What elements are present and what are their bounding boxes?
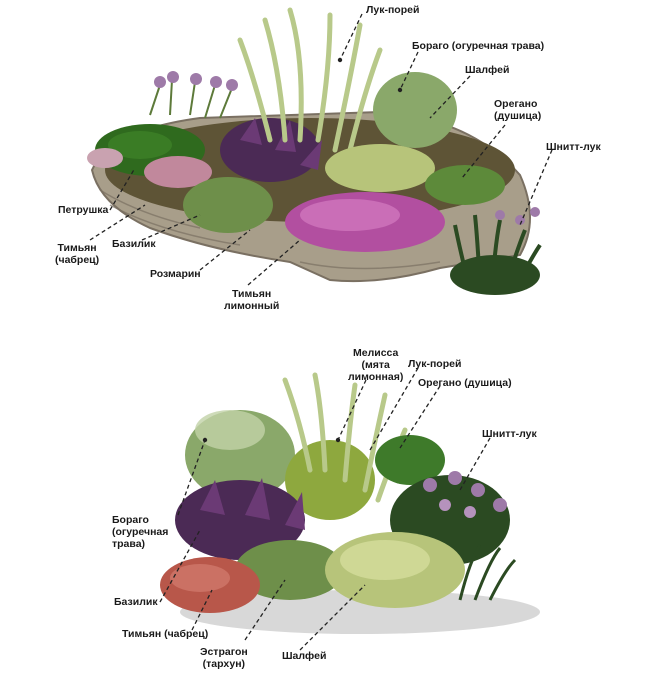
label-bottom-thyme: Тимьян (чабрец) — [122, 628, 209, 640]
label-top-lemon-thyme: Тимьян лимонный — [224, 288, 280, 312]
leader-dots — [202, 57, 403, 443]
label-top-basil: Базилик — [112, 238, 156, 250]
label-top-leek: Лук-порей — [366, 4, 420, 16]
bottom-rosemary-clump — [235, 540, 345, 600]
label-bottom-chives: Шнитт-лук — [482, 428, 537, 440]
label-top-borage: Бораго (огуречная трава) — [412, 40, 545, 52]
label-bottom-borage: Бораго (огуречная трава) — [112, 514, 169, 550]
leader-top-thyme — [89, 204, 146, 241]
bottom-sage-highlight — [340, 540, 430, 580]
leader-bottom-leek — [369, 367, 419, 451]
label-top-chives: Шнитт-лук — [546, 141, 601, 153]
top-leek-blades — [237, 7, 383, 153]
leader-top-sage — [429, 75, 471, 119]
top-oregano-clump — [425, 165, 505, 205]
leader-top-basil — [141, 214, 201, 241]
bottom-oregano-clump — [375, 435, 445, 485]
top-sage-clump — [325, 144, 435, 192]
label-bottom-oregano: Орегано (душица) — [418, 377, 512, 389]
top-parsley-highlight — [108, 131, 172, 159]
label-bottom-melissa: Мелисса (мята лимонная) — [348, 347, 404, 383]
leader-bottom-sage — [299, 584, 366, 651]
label-bottom-tarragon: Эстрагон (тархун) — [200, 646, 248, 670]
label-top-parsley: Петрушка — [58, 204, 109, 216]
label-bottom-leek: Лук-порей — [408, 358, 462, 370]
top-basil-clump — [220, 118, 320, 182]
label-top-oregano: Орегано (душица) — [494, 98, 542, 122]
leader-top-lemon-thyme — [247, 239, 301, 286]
top-rosemary-clump — [183, 177, 273, 233]
top-basil-leaves — [240, 118, 322, 170]
leader-bottom-borage — [177, 439, 206, 516]
label-top-rosemary: Розмарин — [150, 268, 201, 280]
leader-bottom-thyme — [191, 589, 213, 631]
top-chives-left — [149, 71, 238, 119]
leader-bottom-chives — [459, 437, 491, 491]
leader-top-borage — [399, 51, 419, 91]
bottom-thyme-highlight — [170, 564, 230, 592]
top-garden-bed — [87, 7, 542, 295]
leader-top-oregano — [461, 124, 506, 179]
label-bottom-basil: Базилик — [114, 596, 158, 608]
top-borage-clump — [373, 72, 457, 148]
leader-lines — [89, 13, 553, 651]
leader-top-rosemary — [199, 229, 251, 271]
label-top-thyme: Тимьян (чабрец) — [55, 242, 100, 266]
bottom-borage-highlight — [195, 410, 265, 450]
leader-bottom-oregano — [399, 385, 441, 449]
label-bottom-sage: Шалфей — [282, 650, 327, 662]
top-lemon-thyme-highlight — [300, 199, 400, 231]
bottom-shadow — [180, 590, 540, 634]
bottom-basil-leaves — [200, 478, 305, 530]
leader-bottom-tarragon — [244, 579, 286, 641]
leader-top-parsley — [109, 167, 136, 211]
label-top-sage: Шалфей — [465, 64, 510, 76]
leader-top-leek — [339, 13, 363, 61]
top-stone-courses — [99, 189, 441, 270]
top-thyme-clump — [87, 148, 123, 168]
bottom-grass — [458, 544, 517, 601]
top-thyme-mound — [144, 156, 212, 188]
